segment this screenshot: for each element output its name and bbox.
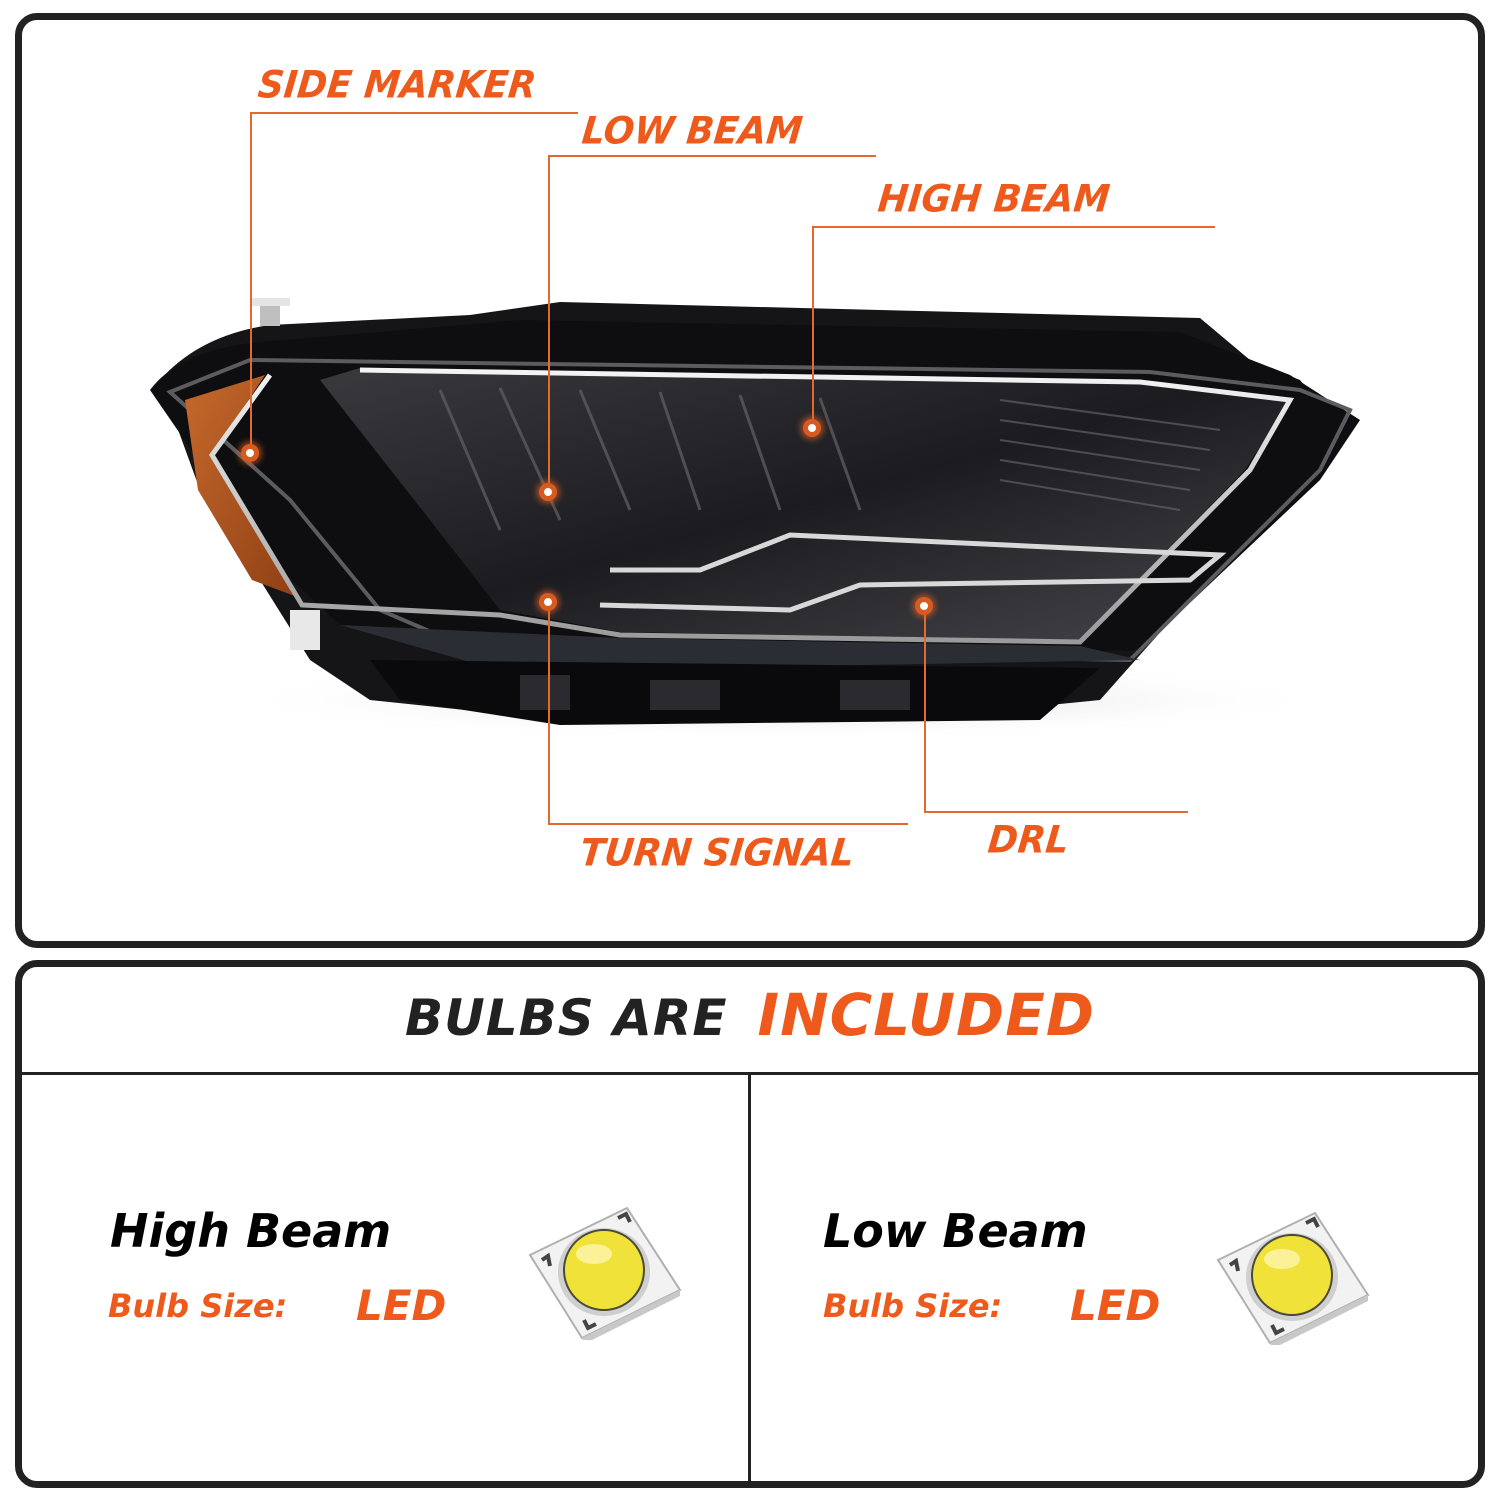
- high-beam-size-value: LED: [356, 1281, 447, 1330]
- high-beam-leader-line: [812, 226, 1215, 228]
- low-beam-leader-line: [548, 155, 876, 157]
- callout-drl: DRL: [985, 818, 1071, 862]
- side-marker-leader-line-vertical: [250, 112, 252, 453]
- low-beam-point-icon: [539, 483, 557, 501]
- side-marker-point-icon: [241, 444, 259, 462]
- low-beam-leader-line-vertical: [548, 155, 550, 492]
- low-beam-size-value: LED: [1070, 1281, 1161, 1330]
- callout-high-beam: HIGH BEAM: [875, 177, 1112, 221]
- high-beam-point-icon: [803, 419, 821, 437]
- led-chip-icon: [528, 1206, 682, 1340]
- drl-point-icon: [915, 597, 933, 615]
- low-beam-title: Low Beam: [823, 1204, 1088, 1258]
- led-chip-icon: [1216, 1211, 1370, 1345]
- turn-signal-leader-line-vertical: [548, 602, 550, 824]
- side-marker-leader-line: [250, 112, 578, 114]
- heading-prefix: BULBS ARE: [405, 989, 728, 1047]
- headlight-image: [150, 298, 1360, 740]
- low-beam-size-label: Bulb Size:: [823, 1287, 1003, 1325]
- callout-turn-signal: TURN SIGNAL: [577, 831, 857, 875]
- heading-emphasis: INCLUDED: [757, 981, 1095, 1049]
- drl-leader-line-vertical: [924, 606, 926, 812]
- drl-leader-line: [924, 811, 1188, 813]
- high-beam-size-label: Bulb Size:: [108, 1287, 288, 1325]
- turn-signal-point-icon: [539, 593, 557, 611]
- callout-low-beam: LOW BEAM: [579, 109, 805, 153]
- turn-signal-leader-line: [548, 823, 908, 825]
- callout-side-marker: SIDE MARKER: [255, 63, 539, 107]
- section-divider-vertical: [748, 1072, 751, 1481]
- high-beam-title: High Beam: [110, 1204, 392, 1258]
- high-beam-leader-line-vertical: [812, 226, 814, 428]
